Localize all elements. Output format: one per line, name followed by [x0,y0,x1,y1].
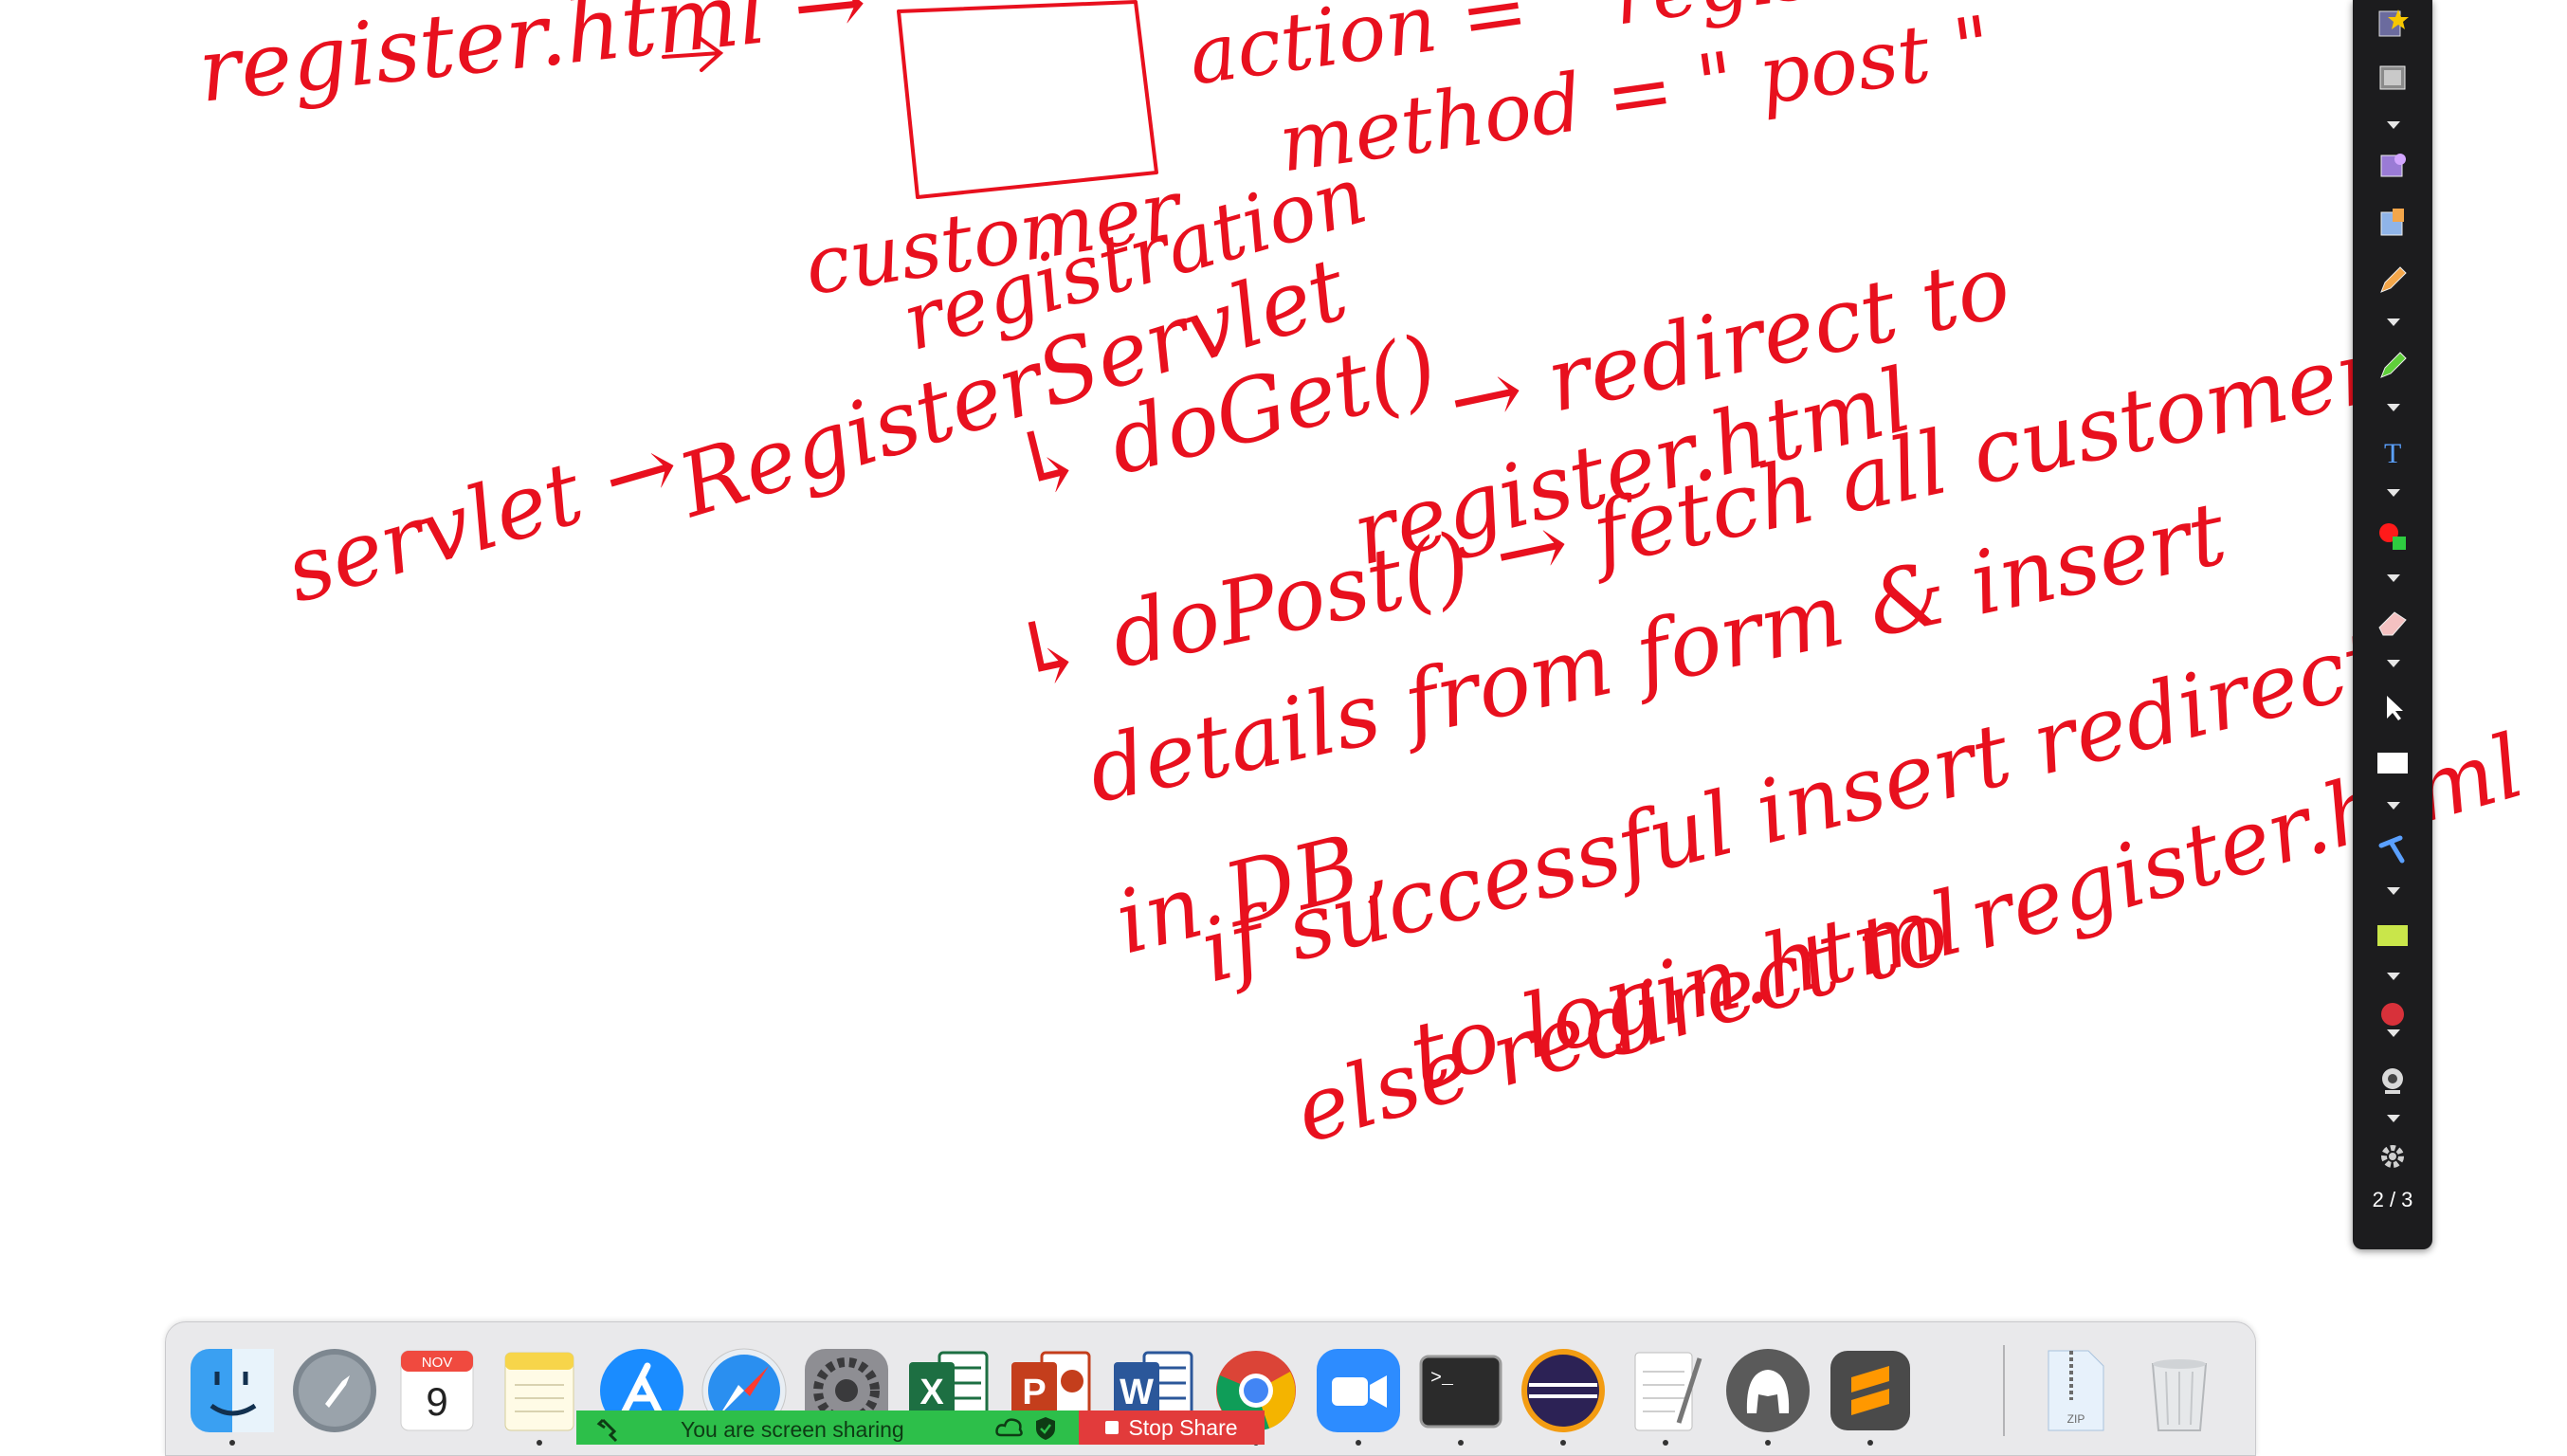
highlighter-icon[interactable] [2372,347,2413,385]
chevron-down-icon[interactable] [2387,318,2400,326]
color-icon[interactable] [2372,518,2413,555]
word-icon[interactable]: W [1106,1343,1201,1438]
chevron-down-icon[interactable] [2387,404,2400,411]
launchpad-icon[interactable] [287,1343,382,1438]
text-icon[interactable]: T [2372,432,2413,470]
pencil-icon[interactable] [2372,262,2413,300]
chevron-down-icon[interactable] [2387,1029,2400,1037]
finder-icon[interactable] [185,1343,280,1438]
dock-separator [2003,1345,2005,1436]
running-indicator [1356,1440,1361,1446]
dock: NOV 9 X P W [165,1321,2256,1456]
note-icon[interactable] [2372,916,2413,954]
calendar-icon[interactable]: NOV 9 [390,1343,484,1438]
stop-share-label: Stop Share [1128,1414,1238,1440]
running-indicator [1765,1440,1771,1446]
powerpoint-icon[interactable]: P [1004,1343,1099,1438]
chevron-down-icon[interactable] [2387,973,2400,980]
mysql-workbench-icon[interactable] [1720,1343,1815,1438]
running-indicator [1663,1440,1668,1446]
share-status[interactable]: You are screen sharing [576,1410,1079,1445]
rectangle-icon[interactable] [2372,743,2413,781]
shield-check-icon [1036,1417,1055,1440]
cloud-icon [995,1418,1023,1437]
stop-icon [1105,1421,1120,1434]
share-status-text: You are screen sharing [681,1417,904,1442]
gear-icon[interactable] [2372,1138,2413,1175]
running-indicator [537,1440,542,1446]
notes-icon[interactable] [492,1343,587,1438]
stop-share-button[interactable]: Stop Share [1079,1410,1265,1445]
running-indicator [1458,1440,1464,1446]
running-indicator [1560,1440,1566,1446]
textedit-icon[interactable] [1618,1343,1713,1438]
line-icon[interactable] [2372,830,2413,868]
zip-file-icon[interactable]: ZIP [2028,1343,2122,1438]
star-icon[interactable] [2372,4,2413,42]
zoom-icon[interactable] [1311,1343,1406,1438]
chevron-down-icon[interactable] [2387,802,2400,810]
record-icon[interactable] [2372,995,2413,1033]
terminal-icon[interactable]: >_ [1413,1343,1508,1438]
chevron-down-icon[interactable] [2387,660,2400,667]
running-indicator [229,1440,235,1446]
form-box-sketch [897,0,1158,199]
eclipse-icon[interactable] [1516,1343,1611,1438]
calendar-month: NOV [422,1355,453,1371]
chevron-down-icon[interactable] [2387,887,2400,895]
sublime-text-icon[interactable] [1823,1343,1918,1438]
page-counter: 2 / 3 [2372,1188,2413,1211]
zip-label: ZIP [2067,1412,2085,1426]
eraser-icon[interactable] [2372,603,2413,641]
running-indicator [1867,1440,1873,1446]
film-icon[interactable] [2372,59,2413,97]
trash-icon[interactable] [2132,1343,2227,1438]
screen-sharing-bar: You are screen sharing Stop Share [576,1410,1265,1445]
terminal-prompt: >_ [1430,1368,1454,1390]
svg-text:T: T [2384,438,2401,468]
excel-icon[interactable]: X [901,1343,996,1438]
excel-letter: X [919,1373,944,1412]
chevron-down-icon[interactable] [2387,1115,2400,1122]
document-icon[interactable] [2372,203,2413,241]
chevron-down-icon[interactable] [2387,574,2400,582]
webcam-icon[interactable] [2372,1062,2413,1100]
arrow-sketch [662,36,724,72]
shapes-icon[interactable] [2372,146,2413,184]
calendar-day: 9 [426,1379,447,1424]
chevron-down-icon[interactable] [2387,489,2400,497]
pointer-icon[interactable] [2372,688,2413,726]
word-letter: W [1120,1373,1154,1412]
chevron-down-icon[interactable] [2387,121,2400,129]
powerpoint-letter: P [1022,1373,1046,1412]
pin-icon [596,1418,618,1443]
annotation-toolbar: T 2 / 3 [2353,0,2432,1249]
